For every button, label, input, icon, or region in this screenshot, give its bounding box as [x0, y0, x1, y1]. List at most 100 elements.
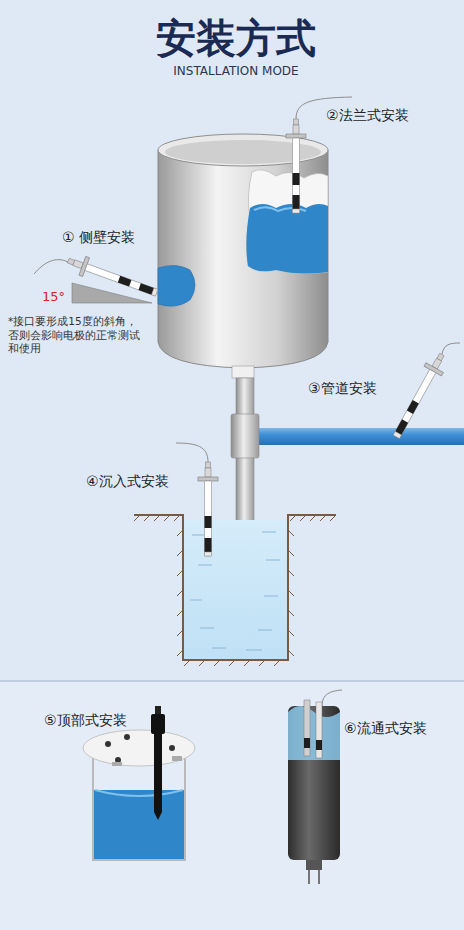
art-part — [164, 515, 170, 521]
art-part — [231, 414, 259, 458]
art-part — [306, 860, 322, 870]
art-part — [174, 515, 180, 521]
art-part — [124, 734, 130, 740]
art-part — [154, 515, 160, 521]
art-part — [304, 700, 310, 756]
art-part — [258, 630, 272, 631]
art-part — [274, 660, 280, 666]
art-part — [254, 428, 464, 445]
art-part — [232, 366, 254, 378]
art-part — [316, 740, 322, 750]
art-part — [246, 170, 328, 274]
art-part — [184, 520, 288, 660]
art-part — [246, 650, 262, 651]
art-part — [310, 515, 316, 521]
art-part — [190, 532, 280, 650]
art-part — [259, 660, 265, 666]
art-part — [266, 560, 280, 561]
art-part — [177, 550, 183, 556]
art-part — [330, 515, 336, 521]
method-label: ④沉入式安装 — [86, 473, 169, 490]
art-part — [264, 596, 278, 597]
art-part — [65, 251, 160, 302]
art-part — [154, 734, 162, 820]
art-part — [158, 134, 328, 166]
angle-label: 15° — [42, 289, 65, 305]
art-part — [95, 790, 183, 796]
art-part — [192, 535, 204, 536]
art-part — [288, 706, 340, 860]
art-part — [304, 738, 310, 748]
art-part — [288, 610, 294, 616]
art-part — [288, 650, 294, 656]
art-part — [134, 515, 336, 666]
art-part — [83, 730, 195, 766]
art-part — [177, 610, 183, 616]
art-part — [246, 204, 328, 274]
art-part — [172, 756, 182, 761]
art-part — [290, 515, 296, 521]
art-part — [318, 870, 320, 884]
art-part — [177, 630, 183, 636]
art-part — [200, 628, 214, 629]
art-part — [177, 650, 183, 656]
art-part — [316, 702, 322, 758]
method-label: ②法兰式安装 — [326, 107, 409, 124]
art-part — [198, 565, 212, 566]
art-part — [308, 870, 310, 884]
art-part — [190, 600, 202, 601]
note: *接口要形成15度的斜角， 否则会影响电极的正常测试 和使用 — [8, 315, 158, 356]
art-part — [176, 443, 208, 462]
art-part — [112, 762, 122, 766]
text-slot: ⑤顶部式安装 — [44, 712, 127, 729]
art-part — [34, 260, 68, 274]
art-part — [212, 648, 226, 649]
art-part — [322, 690, 342, 706]
art-part — [300, 515, 306, 521]
text-slot: ⑥流通式安装 — [344, 720, 427, 737]
flow-cell — [288, 700, 340, 884]
art-part — [442, 343, 460, 354]
text-slot: ②法兰式安装 — [326, 107, 409, 124]
text-slot: 15° — [42, 289, 65, 305]
art-part — [244, 660, 250, 666]
separator — [0, 680, 464, 682]
art-part — [198, 462, 218, 556]
art-part — [262, 532, 276, 533]
art-part — [177, 530, 183, 536]
art-part — [229, 660, 235, 666]
text-slot: ① 侧壁安装 — [62, 229, 135, 246]
subtitle: INSTALLATION MODE — [4, 64, 464, 78]
art-part — [388, 350, 451, 442]
art-part — [288, 630, 294, 636]
method-label: ⑥流通式安装 — [344, 720, 427, 737]
art-part — [134, 515, 336, 660]
pit — [134, 515, 336, 666]
art-part — [288, 550, 294, 556]
art-part — [288, 706, 340, 760]
art-part — [320, 515, 326, 521]
text-slot: INSTALLATION MODE — [4, 64, 464, 78]
text-slot: 安装方式 — [4, 14, 464, 62]
text-slot: *接口要形成15度的斜角， 否则会影响电极的正常测试 和使用 — [8, 315, 158, 356]
cables — [34, 97, 460, 706]
art-part — [105, 741, 111, 747]
art-part — [184, 660, 190, 666]
lower-panel — [0, 681, 464, 930]
art-part — [151, 714, 165, 734]
art-part — [288, 590, 294, 596]
tank — [158, 134, 328, 378]
art-part — [177, 570, 183, 576]
method-label: ③管道安装 — [308, 380, 377, 397]
art-part — [214, 660, 220, 666]
art-part — [158, 150, 328, 368]
art-part — [144, 515, 150, 521]
art-part — [177, 590, 183, 596]
method-label: ⑤顶部式安装 — [44, 712, 127, 729]
title: 安装方式 — [4, 14, 464, 62]
top-mount-vessel — [83, 706, 195, 860]
text-slot: ③管道安装 — [308, 380, 377, 397]
art-part — [288, 530, 294, 536]
